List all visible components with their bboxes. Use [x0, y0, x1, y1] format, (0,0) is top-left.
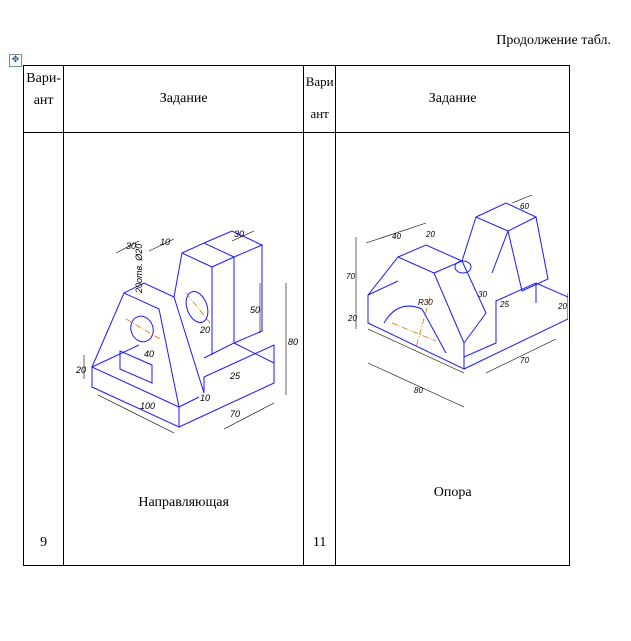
dim-20-left: 20 [75, 365, 86, 375]
task-cell-left: 30 10 30 20отв. Ø20 20 50 80 40 20 25 10… [63, 132, 305, 566]
dim-20-top: 20 [425, 230, 435, 239]
dim-30-right: 30 [234, 229, 244, 239]
dim-10-top: 10 [160, 237, 170, 247]
header-variant-left: Вари- ант [22, 65, 65, 133]
dim-50: 50 [250, 305, 260, 315]
guide-part-drawing: 30 10 30 20отв. Ø20 20 50 80 40 20 25 10… [75, 229, 298, 434]
dim-40: 40 [144, 349, 154, 359]
dim-80: 80 [414, 386, 423, 395]
dim-10-bottom: 10 [200, 393, 210, 403]
dim-80: 80 [288, 337, 298, 347]
header-variant-right-label: Вари ант [305, 74, 334, 121]
dim-40-top: 40 [392, 232, 401, 241]
header-variant-right: Вари ант [303, 65, 337, 133]
task-table: Вари- ант Задание Вари ант Задание 9 [22, 65, 570, 566]
table-continuation-caption: Продолжение табл. [496, 33, 611, 48]
dim-70-left: 70 [346, 272, 355, 281]
variant-cell-right: 11 [303, 132, 337, 566]
dim-60: 60 [520, 202, 529, 211]
task-name-left: Направляющая [138, 495, 229, 510]
header-task-left-label: Задание [159, 91, 208, 106]
variant-number-left: 9 [40, 535, 48, 550]
header-variant-left-label: Вари- ант [26, 71, 61, 108]
dim-25: 25 [499, 300, 509, 309]
dim-30: 30 [478, 290, 487, 299]
header-task-right: Задание [335, 65, 570, 133]
dim-70: 70 [230, 409, 240, 419]
dim-100: 100 [140, 401, 155, 411]
table-header-row: Вари- ант Задание Вари ант Задание [22, 65, 570, 133]
dim-20-right: 20 [557, 302, 567, 311]
dim-20-mid: 20 [199, 325, 210, 335]
header-task-right-label: Задание [428, 91, 477, 106]
dim-25: 25 [229, 371, 241, 381]
dim-70-bottom: 70 [520, 356, 529, 365]
dim-holes: 20отв. Ø20 [134, 244, 144, 294]
header-task-left: Задание [63, 65, 305, 133]
dim-r30: R30 [418, 298, 433, 307]
table-move-handle-icon[interactable]: ✥ [9, 54, 22, 67]
variant-cell-left: 9 [22, 132, 65, 566]
task-name-right: Опора [433, 485, 472, 500]
dim-30-top: 30 [126, 241, 136, 251]
table-row: 9 [22, 132, 570, 566]
task-cell-right: 40 20 60 70 R30 30 25 20 80 70 20 Опора [335, 132, 570, 566]
support-part-drawing: 40 20 60 70 R30 30 25 20 80 70 20 [346, 194, 569, 408]
dim-20-left: 20 [347, 314, 357, 323]
variant-number-right: 11 [312, 535, 327, 550]
